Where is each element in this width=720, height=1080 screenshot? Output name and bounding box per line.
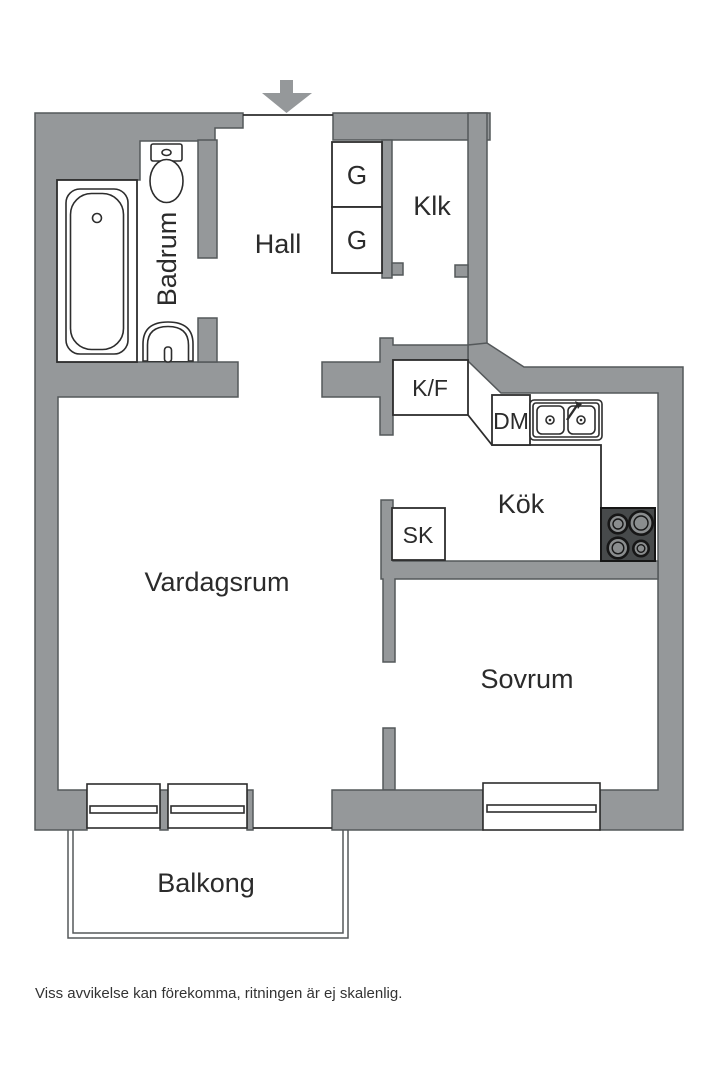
stove-burner: [631, 539, 650, 558]
kitchen-counter-edge: [467, 414, 602, 508]
wall-segment: [332, 112, 491, 141]
sink-faucet: [566, 403, 579, 421]
fridge-freezer-label: K/F: [412, 375, 448, 401]
room-label-kok: Kök: [498, 489, 545, 519]
dishwasher-label: DM: [493, 408, 529, 434]
wall-segment: [246, 789, 254, 831]
basin-tap: [163, 346, 173, 363]
cleaning-cabinet-box: [391, 507, 446, 561]
window-glass-line: [486, 804, 597, 813]
room-label-hall: Hall: [255, 229, 302, 259]
wardrobe-label-top: G: [347, 160, 367, 190]
labels: Hall Badrum Klk G G K/F DM Kök SK Vardag…: [35, 160, 574, 1002]
stove-burner: [607, 513, 629, 535]
room-label-sovrum: Sovrum: [480, 664, 573, 694]
balcony-railing-outer: [67, 830, 349, 939]
sink-drain-dot: [548, 418, 552, 422]
bathtub-drain: [91, 212, 103, 224]
wardrobe-box-top: [331, 141, 383, 208]
stove-burner-ring: [612, 518, 624, 530]
balcony-railing-inner: [72, 830, 344, 934]
stove-burner-ring: [636, 544, 646, 554]
wall-segment: [331, 789, 484, 831]
window-glass-line: [89, 805, 158, 814]
stove-burner-ring: [633, 515, 649, 531]
basin-inner: [146, 325, 190, 361]
cleaning-cabinet-label: SK: [403, 522, 434, 548]
window-glass-line: [170, 805, 245, 814]
bathtub-icon: [65, 188, 129, 355]
walls: [34, 80, 684, 831]
stove-icon: [600, 507, 656, 562]
balcony-outline: [67, 830, 349, 939]
room-label-vardagsrum: Vardagsrum: [144, 567, 289, 597]
sink-faucet-head: [575, 401, 582, 409]
windows: [86, 782, 601, 831]
sink-drain-dot: [579, 418, 583, 422]
wall-segment: [159, 789, 169, 831]
wall-segment: [197, 317, 218, 363]
room-label-balkong: Balkong: [157, 868, 255, 898]
bathtub-inner: [69, 192, 125, 351]
wall-segment: [321, 337, 469, 436]
wall-segment: [381, 139, 393, 279]
disclaimer-text: Viss avvikelse kan förekomma, ritningen …: [35, 985, 402, 1002]
wall-segment: [382, 727, 396, 791]
room-label-klk: Klk: [413, 191, 451, 221]
kitchen-sink-icon: [529, 399, 603, 441]
wall-segment: [454, 264, 469, 278]
wall-segment: [467, 112, 488, 346]
room-label-badrum: Badrum: [152, 212, 182, 307]
toilet-icon: [149, 143, 184, 204]
thin-lines: [243, 114, 602, 829]
stove-burner: [606, 536, 630, 560]
wall-segment: [197, 139, 218, 259]
wardrobe-label-bottom: G: [347, 225, 367, 255]
stove-burner-ring: [611, 541, 625, 555]
wash-basin-icon: [142, 321, 194, 363]
stove-burner: [627, 509, 654, 536]
wall-segment: [391, 262, 404, 276]
toilet-bowl: [149, 158, 184, 204]
fridge-freezer-box: [392, 359, 469, 416]
entrance-arrow-icon: [262, 80, 312, 113]
wardrobe-box-bottom: [331, 206, 383, 274]
toilet-button: [161, 148, 172, 157]
dishwasher-box: [491, 394, 531, 446]
